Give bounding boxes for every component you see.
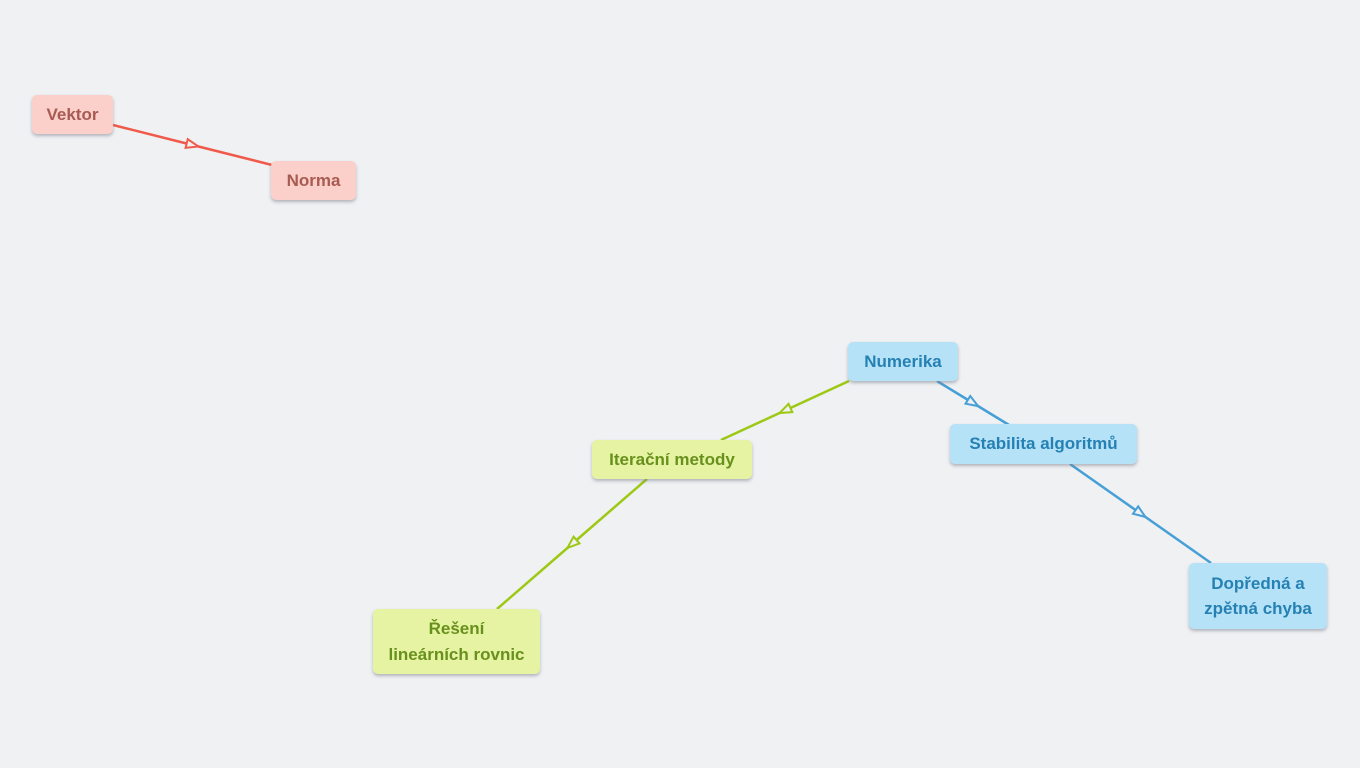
edge-stabilita-algoritmu-dopredna-a-zpetna-chyba[interactable] bbox=[1069, 462, 1212, 565]
node-label-line: Řešení bbox=[428, 619, 485, 638]
node-dopredna-a-zpetna-chyba[interactable]: Dopředná a zpětná chyba bbox=[1189, 563, 1327, 629]
node-label: Iterační metody bbox=[609, 449, 735, 469]
node-label-line: lineárních rovnic bbox=[388, 644, 525, 664]
node-vektor[interactable]: Vektor bbox=[32, 95, 113, 134]
node-label: Vektor bbox=[46, 104, 99, 124]
node-reseni-linearnich-rovnic[interactable]: Řešení lineárních rovnic bbox=[373, 609, 540, 674]
edge-vektor-norma[interactable] bbox=[112, 123, 273, 167]
node-iteracni-metody[interactable]: Iterační metody bbox=[592, 440, 752, 479]
edge-iteracni-metody-reseni-linearnich-rovnic[interactable] bbox=[496, 478, 648, 610]
node-norma[interactable]: Norma bbox=[271, 161, 356, 200]
edge-numerika-stabilita-algoritmu[interactable] bbox=[936, 379, 1010, 427]
node-stabilita-algoritmu[interactable]: Stabilita algoritmů bbox=[950, 424, 1137, 464]
node-label: Numerika bbox=[864, 351, 942, 371]
edge-numerika-iteracni-metody[interactable] bbox=[720, 379, 850, 442]
node-label-line: zpětná chyba bbox=[1204, 599, 1312, 618]
node-label: Stabilita algoritmů bbox=[969, 434, 1118, 454]
node-numerika[interactable]: Numerika bbox=[848, 342, 958, 381]
node-label-line: Dopředná a bbox=[1211, 573, 1305, 593]
node-label: Norma bbox=[286, 170, 341, 190]
